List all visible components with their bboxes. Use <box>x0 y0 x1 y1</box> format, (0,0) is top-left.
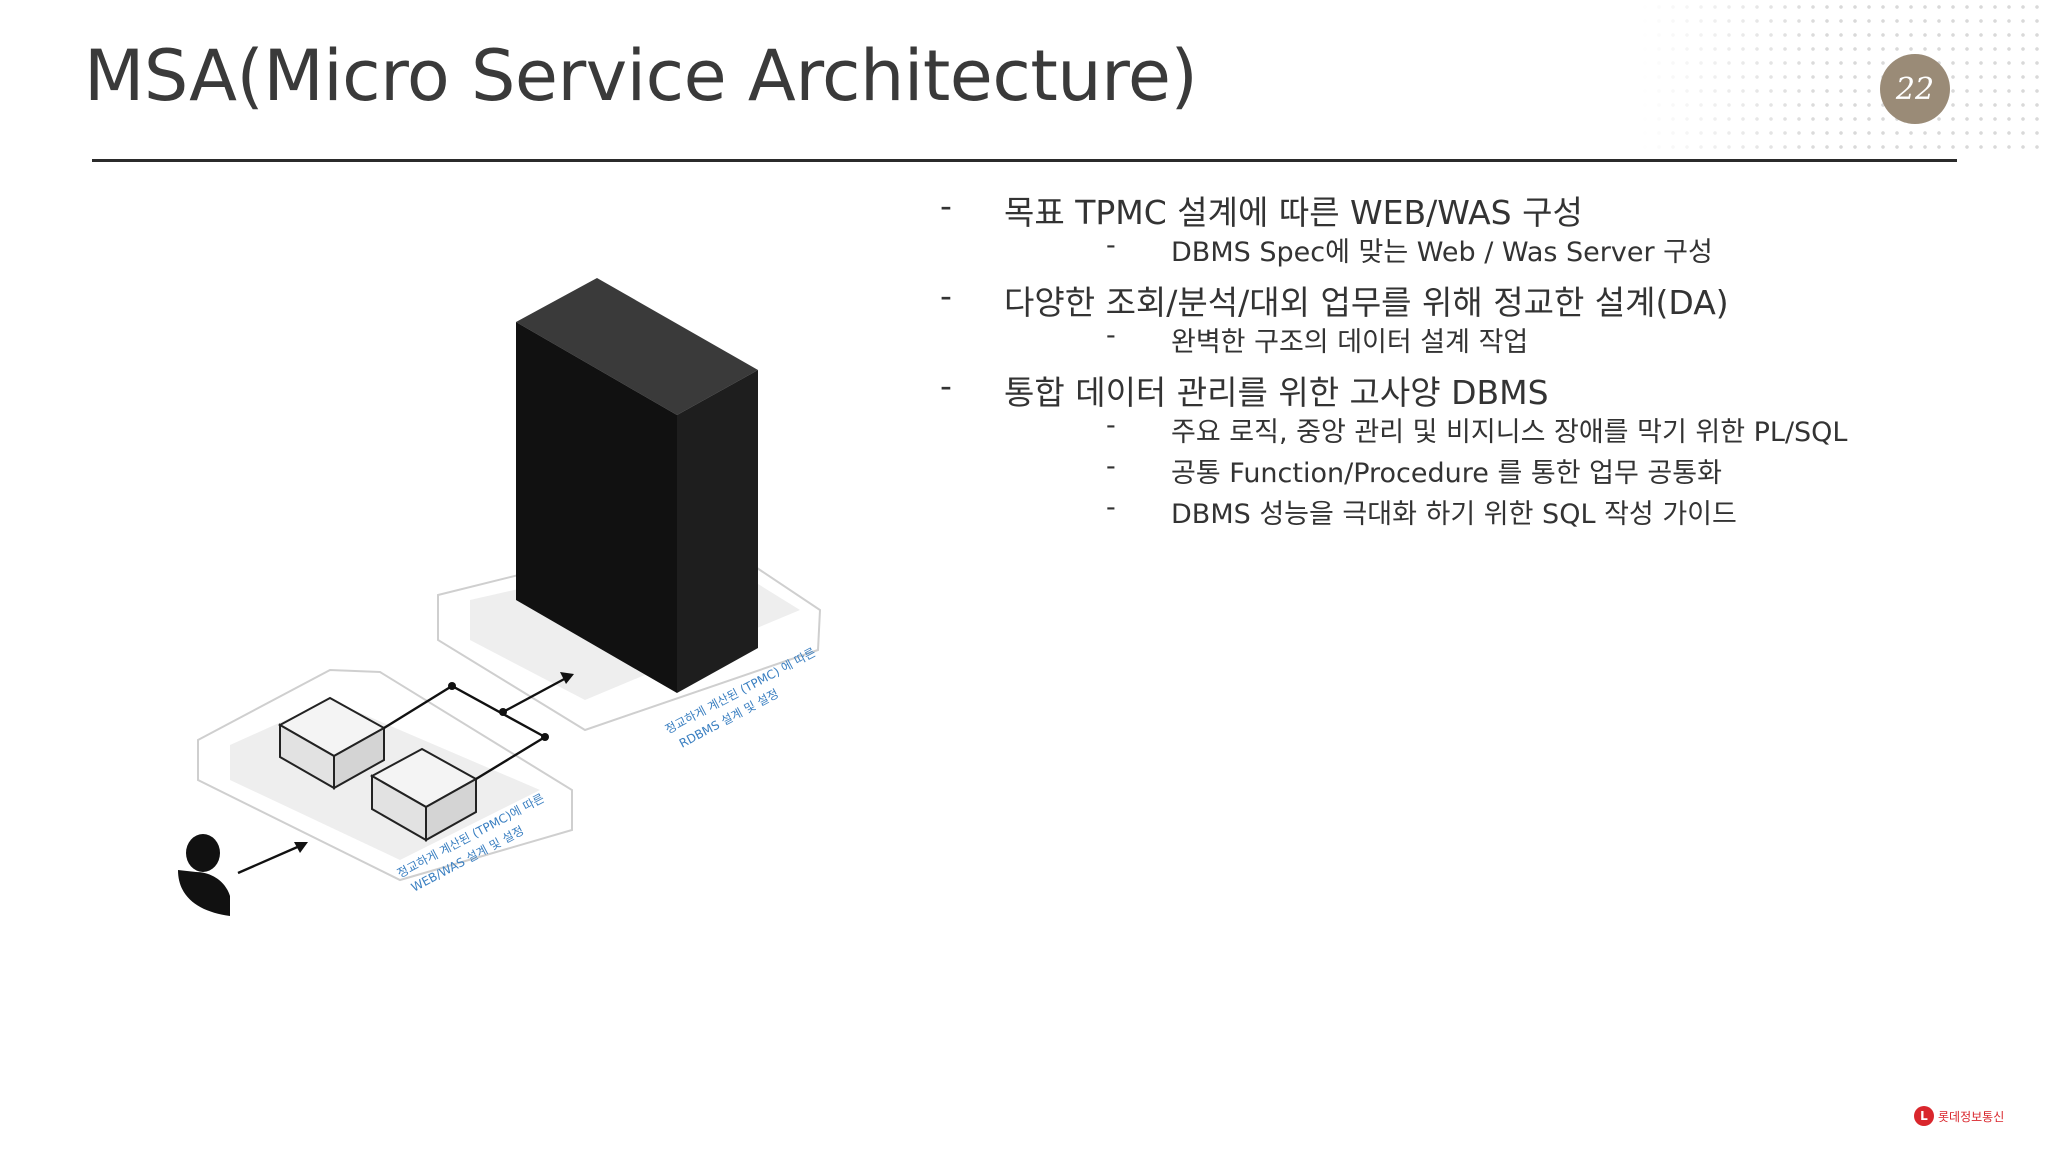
sub-bullet-text: DBMS 성능을 극대화 하기 위한 SQL 작성 가이드 <box>1171 499 1737 530</box>
bullet-dash: - <box>1106 230 1116 261</box>
bullet-list: - 목표 TPMC 설계에 따른 WEB/WAS 구성 - DBMS Spec에… <box>940 186 2020 533</box>
sub-bullet-item: - DBMS 성능을 극대화 하기 위한 SQL 작성 가이드 <box>940 492 2020 533</box>
bullet-item: - 다양한 조회/분석/대외 업무를 위해 정교한 설계(DA) <box>940 276 2020 322</box>
architecture-diagram: 정교하게 계산된 (TPMC)에 따른 WEB/WAS 설계 및 설정 정교하게… <box>178 278 822 916</box>
database-server-icon <box>516 278 758 693</box>
bullet-dash: - <box>940 276 952 315</box>
user-icon <box>178 834 230 916</box>
bullet-text: 목표 TPMC 설계에 따른 WEB/WAS 구성 <box>1004 193 1583 232</box>
sub-bullet-text: 주요 로직, 중앙 관리 및 비지니스 장애를 막기 위한 PL/SQL <box>1171 417 1848 448</box>
sub-bullet-text: DBMS Spec에 맞는 Web / Was Server 구성 <box>1171 237 1713 268</box>
bullet-item: - 통합 데이터 관리를 위한 고사양 DBMS <box>940 366 2020 412</box>
page-title: MSA(Micro Service Architecture) <box>84 35 1198 117</box>
company-name: 롯데정보통신 <box>1938 1109 2005 1124</box>
web-zone-outline <box>197 668 573 882</box>
sub-bullet-text: 완벽한 구조의 데이터 설계 작업 <box>1171 327 1529 358</box>
bullet-dash: - <box>1106 320 1116 351</box>
bullet-dash: - <box>940 366 952 405</box>
bullet-dash: - <box>940 186 952 225</box>
bullet-item: - 목표 TPMC 설계에 따른 WEB/WAS 구성 <box>940 186 2020 232</box>
bullet-dash: - <box>1106 492 1116 523</box>
sub-bullet-item: - 공통 Function/Procedure 를 통한 업무 공통화 <box>940 451 2020 492</box>
bullet-dash: - <box>1106 451 1116 482</box>
bullet-dash: - <box>1106 410 1116 441</box>
web-server-box-icon <box>369 747 479 842</box>
corner-decoration <box>1638 0 2048 155</box>
connection-nodes <box>448 682 549 741</box>
arrow-head-icon <box>294 842 308 853</box>
title-divider <box>92 159 1957 162</box>
sub-bullet-text: 공통 Function/Procedure 를 통한 업무 공통화 <box>1171 458 1722 489</box>
arrow-head-icon <box>560 672 574 684</box>
bullet-text: 다양한 조회/분석/대외 업무를 위해 정교한 설계(DA) <box>1004 283 1729 322</box>
sub-bullet-item: - 완벽한 구조의 데이터 설계 작업 <box>940 320 2020 366</box>
anniversary-badge: 22 <box>1880 54 1950 124</box>
bullet-text: 통합 데이터 관리를 위한 고사양 DBMS <box>1004 373 1549 412</box>
sub-bullet-item: - DBMS Spec에 맞는 Web / Was Server 구성 <box>940 230 2020 276</box>
sub-bullet-item: - 주요 로직, 중앙 관리 및 비지니스 장애를 막기 위한 PL/SQL <box>940 410 2020 451</box>
company-logo: L 롯데정보통신 <box>1914 1106 2004 1126</box>
logo-mark: L <box>1914 1106 1934 1126</box>
